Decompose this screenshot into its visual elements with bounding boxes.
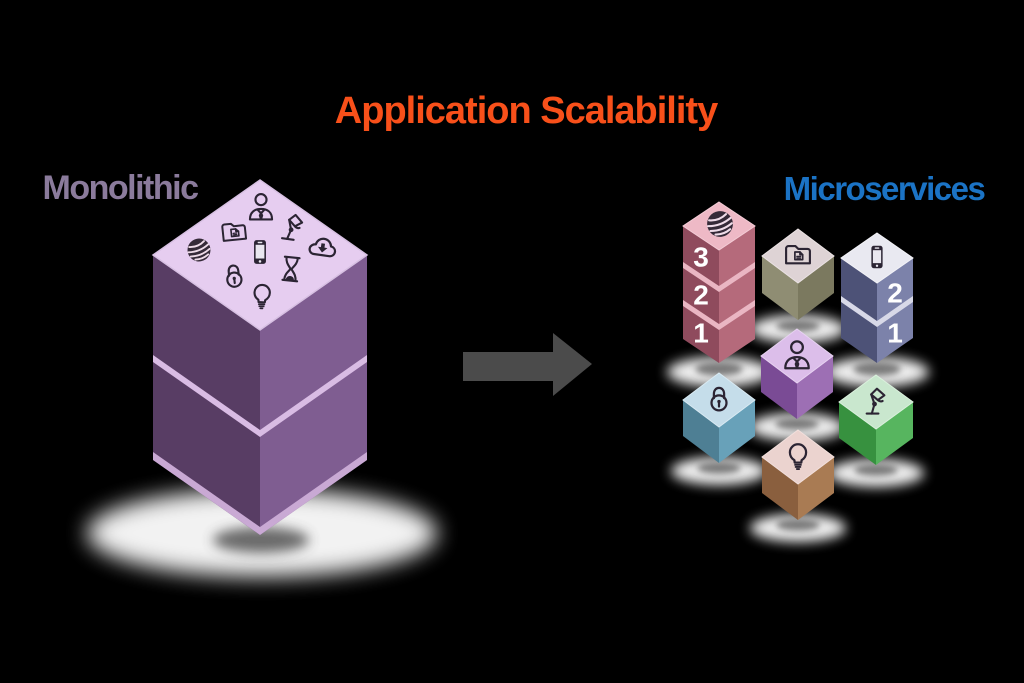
cube-right-face <box>798 256 834 320</box>
shadow-core <box>776 320 820 332</box>
folder-service-cube <box>761 228 835 320</box>
tower-divider <box>841 296 877 327</box>
monolith-divider-right <box>260 355 367 437</box>
shadow-core <box>776 519 820 531</box>
monolith-bottom-rim-left <box>153 452 260 535</box>
monolith-shadow-core <box>213 527 309 553</box>
cube-left-face <box>762 256 798 320</box>
tower-divider <box>719 262 755 292</box>
padlock-service-cube <box>682 372 756 463</box>
cube-right-face <box>797 356 833 419</box>
microservices-shadows <box>667 315 929 542</box>
stack-number: 2 <box>693 280 709 311</box>
cube-top-face <box>761 429 835 485</box>
tower-right-face <box>719 226 755 363</box>
tower-divider <box>877 296 913 327</box>
stack-number: 3 <box>693 242 709 273</box>
shadow-core <box>853 362 901 376</box>
cube-left-face <box>683 400 719 463</box>
globe-service-tower: 3 2 1 <box>682 201 756 363</box>
cube-left-face <box>761 356 797 419</box>
shadow-core <box>775 418 819 430</box>
monolith-divider-left <box>153 355 260 437</box>
smartphone-icon <box>253 239 267 265</box>
cube-top-face <box>838 374 914 430</box>
shadow-core <box>854 464 898 476</box>
tower-left-face <box>683 226 719 363</box>
user-service-cube <box>760 328 834 419</box>
monolithic-label: Monolithic <box>42 169 199 207</box>
microservices-label: Microservices <box>783 170 986 207</box>
monolith-bottom-rim-right <box>260 452 367 535</box>
stack-number: 2 <box>887 278 903 309</box>
tower-divider <box>683 300 719 330</box>
bulb-service-cube <box>761 429 835 520</box>
lamp-service-cube <box>838 374 914 465</box>
cube-right-face <box>876 402 913 465</box>
tower-divider <box>719 300 755 330</box>
smartphone-icon <box>870 245 884 269</box>
transition-arrow <box>463 333 592 396</box>
cube-right-face <box>798 457 834 520</box>
stack-number: 1 <box>887 318 903 349</box>
shadow-core <box>695 362 743 376</box>
cube-left-face <box>839 402 876 465</box>
cube-left-face <box>762 457 798 520</box>
phone-service-tower: 2 1 <box>840 232 914 363</box>
monolith-block <box>87 179 437 577</box>
shadow-core <box>697 462 741 474</box>
stack-number: 1 <box>693 318 709 349</box>
page-title: Application Scalability <box>334 90 718 132</box>
cube-right-face <box>719 400 755 463</box>
tower-divider <box>683 262 719 292</box>
